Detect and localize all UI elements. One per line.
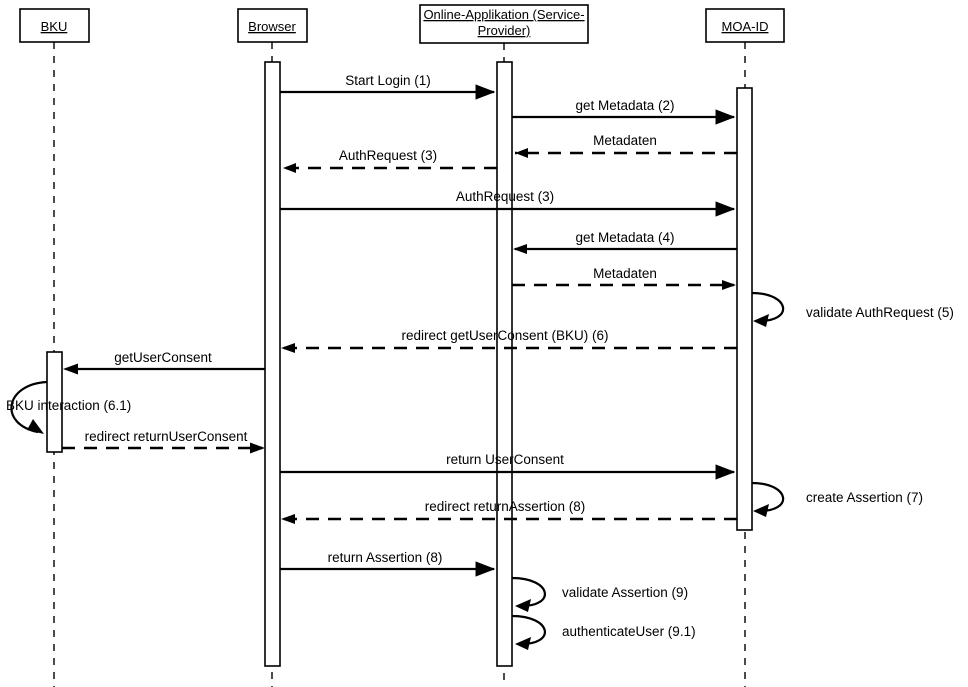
arrowhead-redirect-getuserconsent (281, 343, 295, 353)
message-label-metadaten-2: Metadaten (593, 266, 657, 281)
message-redirect-returnassertion[interactable]: redirect returnAssertion (8) (281, 499, 737, 524)
message-metadaten-2[interactable]: Metadaten (512, 266, 736, 290)
lifeline-headers: BKU Browser Online-Applikation (Service-… (19, 4, 785, 44)
message-loop-bku-interaction (10, 380, 48, 434)
arrowhead-bku-interaction (27, 419, 44, 434)
message-label-bku-interaction: BKU interaction (6.1) (6, 398, 131, 413)
arrowhead-redirect-returnuserconsent (250, 442, 265, 454)
lifeline-box-sp (419, 4, 589, 44)
message-label-redirect-returnuserconsent: redirect returnUserConsent (85, 429, 248, 444)
message-validate-assertion[interactable]: validate Assertion (9) (511, 576, 688, 612)
message-redirect-returnuserconsent[interactable]: redirect returnUserConsent (62, 429, 265, 454)
activation-bar-browser (264, 61, 281, 667)
arrowhead-get-metadata-4 (513, 244, 527, 254)
lifeline-header-browser[interactable]: Browser (237, 8, 308, 43)
message-return-userconsent[interactable]: return UserConsent (280, 452, 736, 480)
arrowhead-create-assertion (753, 504, 769, 517)
message-authenticate-user[interactable]: authenticateUser (9.1) (511, 614, 696, 650)
message-label-validate-authrequest: validate AuthRequest (5) (806, 305, 954, 320)
lifeline-box-browser (237, 8, 308, 43)
arrowhead-authenticate-user (515, 637, 531, 650)
message-label-return-userconsent: return UserConsent (446, 452, 564, 467)
arrowhead-redirect-returnassertion (281, 514, 295, 524)
arrowhead-validate-authrequest (753, 314, 769, 327)
lifeline-box-moaid (705, 8, 785, 43)
message-authrequest-3-to-browser[interactable]: AuthRequest (3) (283, 148, 497, 173)
lifeline-box-bku (19, 8, 90, 43)
lifeline-label-browser: Browser (248, 19, 296, 34)
message-label-create-assertion: create Assertion (7) (806, 490, 923, 505)
message-return-assertion[interactable]: return Assertion (8) (280, 550, 496, 577)
activation-bar-moaid (736, 87, 753, 531)
message-label-getuserconsent: getUserConsent (114, 350, 212, 365)
activation-bar-bku (46, 351, 63, 453)
message-label-authenticate-user: authenticateUser (9.1) (562, 624, 696, 639)
message-create-assertion[interactable]: create Assertion (7) (751, 481, 923, 517)
arrowhead-metadaten-1 (515, 148, 528, 158)
message-validate-authrequest[interactable]: validate AuthRequest (5) (751, 291, 954, 327)
arrowhead-getuserconsent (63, 363, 78, 375)
message-start-login[interactable]: Start Login (1) (280, 73, 496, 100)
lifeline-label-sp-line1: Online-Applikation (Service- (423, 7, 584, 22)
message-label-redirect-getuserconsent: redirect getUserConsent (BKU) (6) (401, 328, 608, 343)
message-label-validate-assertion: validate Assertion (9) (562, 585, 688, 600)
message-label-redirect-returnassertion: redirect returnAssertion (8) (425, 499, 586, 514)
message-label-authrequest-3-to-moaid: AuthRequest (3) (456, 189, 554, 204)
message-label-return-assertion: return Assertion (8) (328, 550, 443, 565)
lifeline-label-moaid: MOA-ID (722, 19, 769, 34)
lifeline-header-online-applikation[interactable]: Online-Applikation (Service- Provider) (419, 4, 589, 44)
lifeline-header-moa-id[interactable]: MOA-ID (705, 8, 785, 43)
message-redirect-getuserconsent[interactable]: redirect getUserConsent (BKU) (6) (281, 328, 737, 353)
arrowhead-validate-assertion (515, 599, 531, 612)
message-label-get-metadata-2: get Metadata (2) (575, 98, 674, 113)
lifeline-label-bku: BKU (41, 19, 68, 34)
message-get-metadata-4[interactable]: get Metadata (4) (513, 230, 737, 254)
arrowhead-metadaten-2 (722, 280, 736, 290)
arrowhead-authrequest-3-to-browser (283, 163, 296, 173)
message-metadaten-1[interactable]: Metadaten (515, 133, 737, 158)
activation-bar-sp (496, 61, 513, 667)
message-getuserconsent[interactable]: getUserConsent (63, 350, 265, 375)
message-label-start-login: Start Login (1) (345, 73, 431, 88)
lifeline-header-bku[interactable]: BKU (19, 8, 90, 43)
message-authrequest-3-to-moaid[interactable]: AuthRequest (3) (280, 189, 736, 217)
message-label-metadaten-1: Metadaten (593, 133, 657, 148)
message-bku-interaction[interactable]: BKU interaction (6.1) (6, 380, 131, 434)
activation-bars (46, 61, 753, 667)
message-label-get-metadata-4: get Metadata (4) (575, 230, 674, 245)
message-label-authrequest-3-to-browser: AuthRequest (3) (339, 148, 437, 163)
lifeline-label-sp-line2: Provider) (478, 23, 531, 38)
message-get-metadata-2[interactable]: get Metadata (2) (512, 98, 736, 125)
